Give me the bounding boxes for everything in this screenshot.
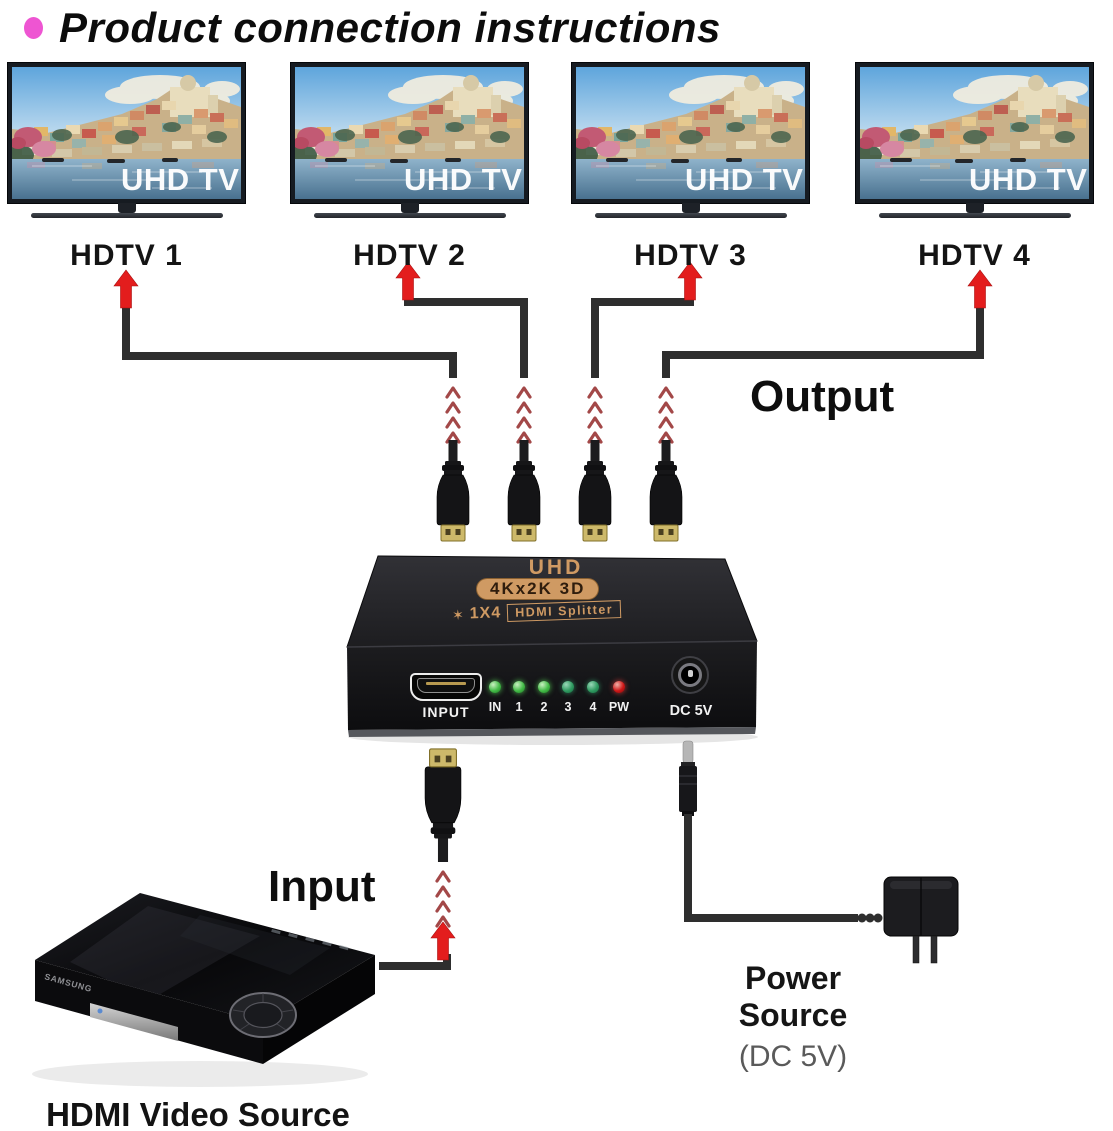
player-feature-badges — [271, 929, 349, 951]
tv-stand-base — [313, 213, 506, 218]
flow-chevrons-icon — [435, 870, 451, 928]
output-cable-1 — [122, 304, 457, 378]
hdmi-plug-output-1 — [436, 439, 470, 542]
hdmi-plug-input — [424, 748, 462, 863]
power-source-label: Power Source — [738, 960, 848, 1033]
power-cable — [684, 814, 858, 922]
led-label-in: IN — [488, 700, 502, 714]
tv-label: HDTV 2 — [353, 239, 466, 272]
led-3 — [562, 681, 574, 693]
tv-stand-base — [30, 213, 223, 218]
tv-screen-text: UHD TV — [685, 162, 803, 197]
tv-label: HDTV 1 — [70, 239, 183, 272]
hdmi-plug-output-4 — [649, 439, 683, 542]
page-title-row: Product connection instructions — [24, 4, 721, 52]
player-display — [90, 1003, 178, 1041]
player-shadow — [32, 1061, 368, 1087]
splitter-box — [346, 555, 758, 737]
tv-frame: UHD TV — [856, 63, 1093, 203]
up-arrow-icon — [430, 921, 456, 961]
led-2 — [538, 681, 550, 693]
splitter-model-prefix: 1X4 — [469, 604, 502, 623]
led-label-2: 2 — [540, 700, 548, 714]
up-arrow-icon — [113, 269, 139, 309]
tv-stand-neck — [965, 203, 984, 213]
tv-screen: UHD TV — [860, 67, 1089, 199]
led-label-3: 3 — [564, 700, 572, 714]
dvd-player: SAMSUNG — [35, 893, 375, 1064]
tv-screen-text: UHD TV — [969, 162, 1087, 197]
hdmi-port-pins — [426, 682, 466, 685]
led-label-pw: PW — [608, 700, 630, 714]
output-cable-4 — [662, 304, 984, 378]
led-label-4: 4 — [589, 700, 597, 714]
hdtv-2: UHD TV HDTV 2 — [291, 63, 528, 273]
output-cable-3 — [591, 294, 694, 378]
video-source-caption: HDMI Video Source — [46, 1096, 350, 1131]
splitter-logo-icon: ✶ — [451, 606, 465, 623]
tv-stand-neck — [681, 203, 700, 213]
input-label: Input — [268, 862, 376, 911]
dc-power-jack — [671, 656, 709, 694]
led-1 — [513, 681, 525, 693]
led-in — [489, 681, 501, 693]
hdtv-3: UHD TV HDTV 3 — [572, 63, 809, 273]
power-source-caption: Power Source (DC 5V) — [688, 960, 898, 1074]
hdmi-plug-output-2 — [507, 439, 541, 542]
power-spec-label: (DC 5V) — [738, 1040, 848, 1073]
tv-stand-base — [878, 213, 1071, 218]
flow-chevrons-icon — [445, 386, 461, 444]
page-title: Product connection instructions — [59, 4, 721, 51]
tv-stand-neck — [400, 203, 419, 213]
dc-jack-pin — [687, 670, 693, 677]
input-port-label: INPUT — [422, 704, 470, 720]
hdtv-4: UHD TV HDTV 4 — [856, 63, 1093, 273]
input-cable — [379, 954, 451, 970]
tv-screen: UHD TV — [576, 67, 805, 199]
tv-frame: UHD TV — [572, 63, 809, 203]
plug-prong — [930, 935, 938, 964]
tv-frame: UHD TV — [291, 63, 528, 203]
jog-dial — [229, 992, 297, 1038]
tv-screen-text: UHD TV — [404, 162, 522, 197]
hdmi-port-inner — [417, 678, 475, 693]
led-label-1: 1 — [515, 700, 523, 714]
led-4 — [587, 681, 599, 693]
splitter-badge: 4Kx2K 3D — [477, 579, 599, 599]
dc-port-label: DC 5V — [669, 703, 713, 719]
tv-frame: UHD TV — [8, 63, 245, 203]
output-label: Output — [750, 372, 895, 421]
bullet-dot-icon — [24, 17, 43, 39]
flow-chevrons-icon — [658, 386, 674, 444]
tv-stand-base — [594, 213, 787, 218]
hdmi-plug-output-3 — [578, 439, 612, 542]
led-power — [613, 681, 625, 693]
tv-label: HDTV 3 — [634, 239, 747, 272]
flow-chevrons-icon — [516, 386, 532, 444]
tv-screen: UHD TV — [295, 67, 524, 199]
plug-prong — [912, 935, 920, 964]
splitter-brand-text: UHD — [528, 556, 584, 579]
tv-screen-text: UHD TV — [121, 162, 239, 197]
tv-stand-neck — [117, 203, 136, 213]
flow-chevrons-icon — [587, 386, 603, 444]
hdmi-input-port — [410, 673, 482, 701]
tv-screen: UHD TV — [12, 67, 241, 199]
power-adapter — [679, 740, 959, 964]
dc-jack-ring — [678, 663, 702, 687]
tv-label: HDTV 4 — [918, 239, 1031, 272]
hdtv-1: UHD TV HDTV 1 — [8, 63, 245, 273]
output-cable-2 — [404, 294, 528, 378]
up-arrow-icon — [967, 269, 993, 309]
